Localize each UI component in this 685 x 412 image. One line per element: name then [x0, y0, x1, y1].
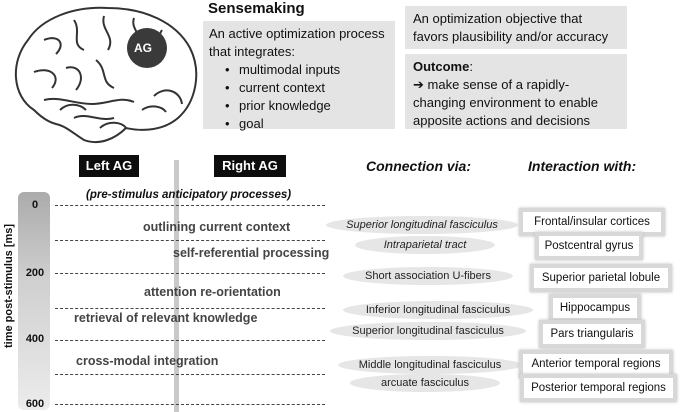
- grid-line: [55, 404, 325, 405]
- interaction-item: Postcentral gyrus: [535, 232, 643, 260]
- grid-line: [55, 340, 325, 341]
- bullet-item: multimodal inputs: [225, 61, 389, 79]
- right-ag-header: Right AG: [214, 155, 286, 177]
- objective-box: An optimization objective that favors pl…: [405, 6, 627, 49]
- outcome-box: Outcome: ➔ make sense of a rapidly-chang…: [405, 54, 627, 129]
- connection-item: Superior longitudinal fasciculus: [326, 216, 518, 234]
- connection-item: Superior longitudinal fasciculus: [330, 322, 526, 340]
- objective-text: An optimization objective that favors pl…: [413, 11, 609, 44]
- connection-item: Inferior longitudinal fasciculus: [343, 301, 533, 319]
- bullet-item: goal: [225, 115, 389, 133]
- tick-400: 400: [25, 333, 45, 345]
- tick-600: 600: [25, 398, 45, 410]
- hemisphere-divider: [174, 160, 179, 412]
- interaction-item: Posterior temporal regions: [520, 374, 677, 402]
- connection-item: arcuate fasciculus: [350, 374, 500, 392]
- ag-marker: [127, 28, 167, 68]
- outcome-text: make sense of a rapidly-changing environ…: [413, 77, 599, 128]
- grid-line: [55, 240, 325, 241]
- ag-label: AG: [134, 41, 152, 55]
- interaction-item: Hippocampus: [549, 294, 641, 322]
- sensemaking-title: Sensemaking: [208, 0, 305, 17]
- grid-line: [55, 273, 325, 274]
- sensemaking-box: An active optimization process that inte…: [203, 21, 395, 133]
- brain-illustration: [15, 6, 198, 144]
- connection-item: Intraparietal tract: [355, 236, 495, 254]
- process-cross-modal-integration: cross-modal integration: [76, 354, 219, 368]
- connection-item: Middle longitudinal fasciculus: [338, 356, 522, 374]
- tick-0: 0: [31, 199, 39, 211]
- interaction-item: Superior parietal lobule: [530, 264, 672, 292]
- tick-200: 200: [25, 267, 45, 279]
- grid-line: [55, 374, 325, 375]
- interaction-header: Interaction with:: [528, 158, 637, 174]
- connection-header: Connection via:: [366, 158, 472, 174]
- timeline-bar: [18, 192, 50, 410]
- sensemaking-bullet-list: multimodal inputs current context prior …: [209, 61, 389, 133]
- process-knowledge-retrieval: retrieval of relevant knowledge: [74, 311, 258, 325]
- pre-stimulus-label: (pre-stimulus anticipatory processes): [86, 189, 292, 201]
- interaction-item: Pars triangularis: [539, 320, 645, 348]
- arrow-right-icon: ➔: [413, 77, 424, 92]
- bullet-item: current context: [225, 79, 389, 97]
- left-ag-header: Left AG: [79, 155, 139, 177]
- process-self-referential: self-referential processing: [173, 246, 330, 260]
- connection-item: Short association U-fibers: [343, 267, 513, 285]
- grid-line: [55, 308, 325, 309]
- time-axis-label: time post-stimulus [ms]: [3, 223, 15, 348]
- process-attention-reorientation: attention re-orientation: [144, 285, 281, 299]
- sensemaking-description: An active optimization process that inte…: [209, 26, 385, 59]
- outcome-label: Outcome: [413, 59, 470, 74]
- grid-line: [55, 205, 325, 206]
- process-outlining-context: outlining current context: [143, 220, 291, 234]
- bullet-item: prior knowledge: [225, 97, 389, 115]
